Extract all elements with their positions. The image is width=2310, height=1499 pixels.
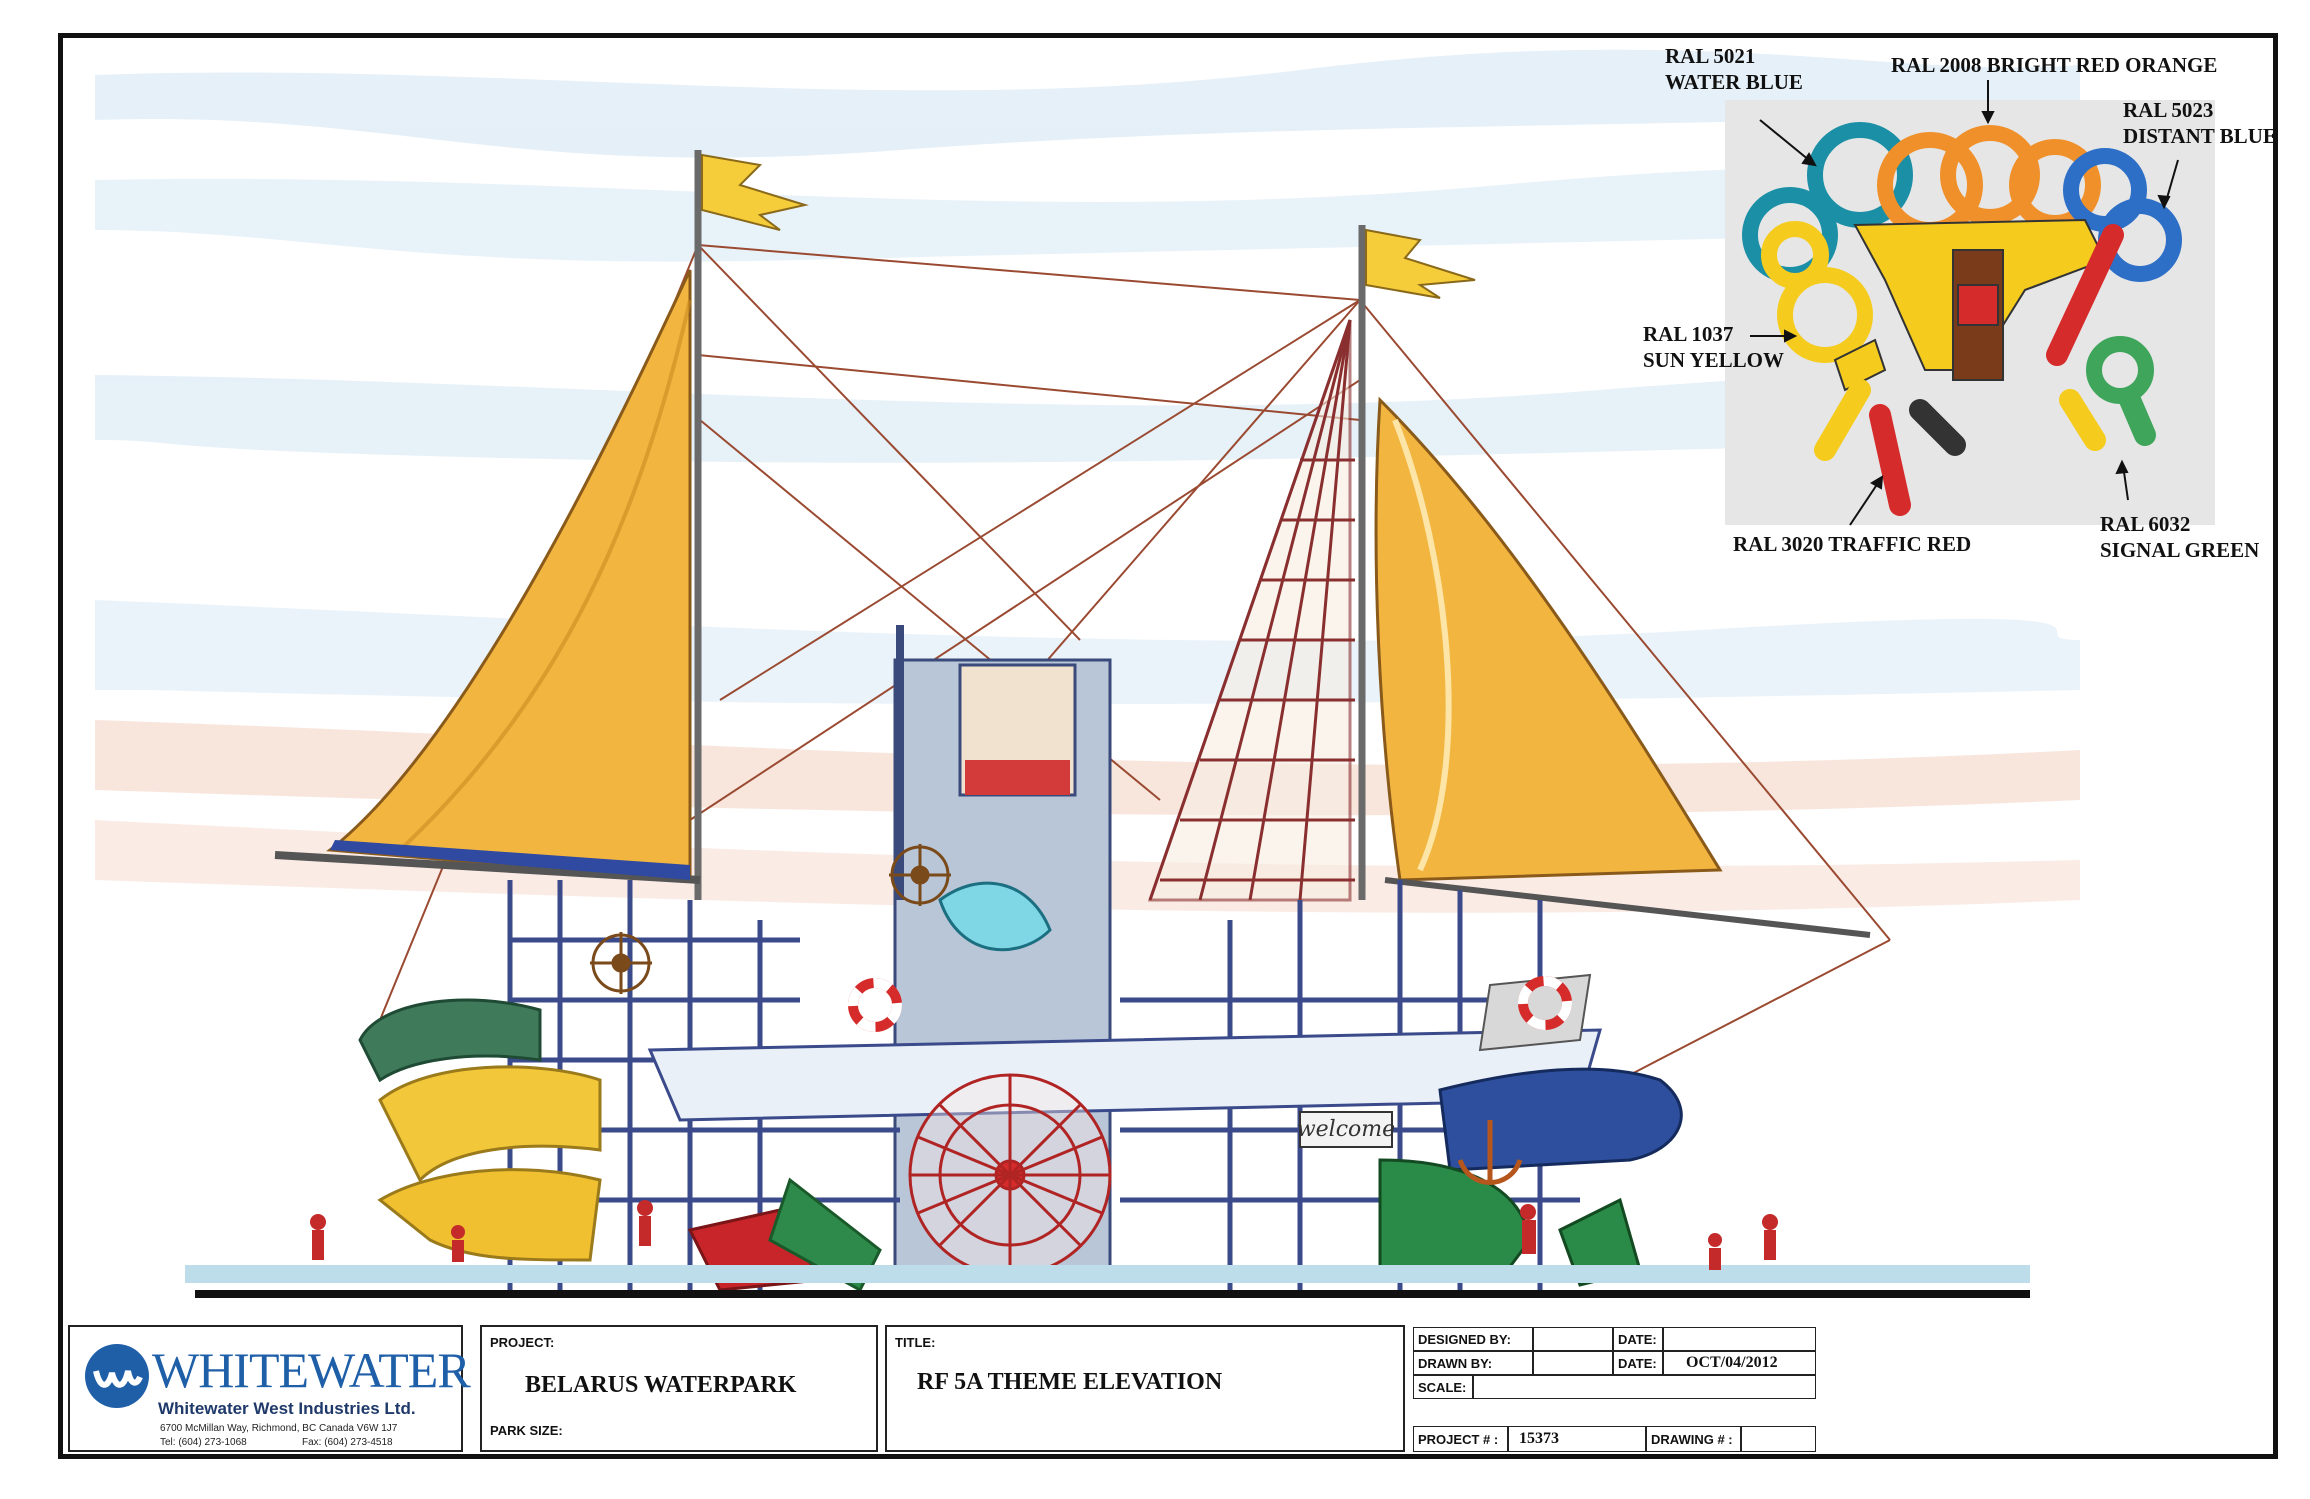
scale-label: SCALE: [1418,1380,1467,1395]
title-value: RF 5A THEME ELEVATION [917,1369,1223,1395]
date-label-1: DATE: [1618,1332,1657,1347]
anchor [1457,1120,1523,1185]
project-no-label: PROJECT # : [1418,1432,1499,1447]
drawing-no-label: DRAWING # : [1651,1432,1733,1447]
drawn-by-label: DRAWN BY: [1418,1356,1493,1371]
cell-drawn-by: DRAWN BY: [1413,1351,1533,1375]
color-key-plan-drawing [1742,122,2182,516]
ground-line [195,1290,2030,1298]
park-size-label: PARK SIZE: [490,1423,563,1438]
designed-by-label: DESIGNED BY: [1418,1332,1511,1347]
project-number-row: PROJECT # : 15373 DRAWING # : [1413,1426,1816,1452]
callout-ral5021: RAL 5021 WATER BLUE [1665,43,1803,95]
sail-right [1374,396,1723,882]
cell-date-1: DATE: [1613,1327,1663,1351]
callout-ral1037-name: SUN YELLOW [1643,348,1785,372]
cell-drawing-no-value [1741,1426,1816,1452]
title-label: TITLE: [895,1335,936,1350]
sail-left [326,269,692,882]
cell-project-no-value: 15373 [1508,1426,1646,1452]
cell-date-2: DATE: [1613,1351,1663,1375]
welcome-sign-text: welcome [1297,1117,1395,1142]
callout-ral5021-code: RAL 5021 [1665,44,1756,68]
color-key-plan [1725,100,2215,525]
company-name: WHITEWATER [152,1342,471,1398]
flag-left [701,153,809,231]
water-slides [358,998,1683,1293]
date-label-2: DATE: [1618,1356,1657,1371]
yellow-slide-left [378,1065,602,1183]
callout-ral5023-name: DISTANT BLUE [2123,124,2277,148]
cell-designed-by-value [1533,1327,1613,1351]
callout-ral1037-code: RAL 1037 [1643,322,1734,346]
cell-drawn-by-value [1533,1351,1613,1375]
company-fax: Fax: (604) 273-4518 [302,1437,393,1448]
welcome-sign [1299,1111,1393,1148]
water-surface [185,1265,2030,1283]
callout-ral5023: RAL 5023 DISTANT BLUE [2123,97,2277,149]
project-no-value: 15373 [1519,1430,1559,1447]
paddle-wheel [908,1073,1112,1277]
callout-ral5021-name: WATER BLUE [1665,70,1803,94]
callout-ral1037: RAL 1037 SUN YELLOW [1643,321,1784,373]
cell-date-1-value [1663,1327,1816,1351]
company-address: 6700 McMillan Way, Richmond, BC Canada V… [160,1423,398,1434]
callout-ral3020: RAL 3020 TRAFFIC RED [1733,532,1972,556]
cell-project-no: PROJECT # : [1413,1426,1508,1452]
people-figures [310,1200,1778,1270]
company-logo-block: WHITEWATER Whitewater West Industries Lt… [68,1325,471,1452]
callout-ral2008: RAL 2008 BRIGHT RED ORANGE [1891,53,2218,77]
life-rings [848,976,1572,1032]
blue-slide-right [1438,1067,1683,1172]
date-value: OCT/04/2012 [1686,1354,1778,1371]
ship-wheels [590,844,951,994]
title-block: TITLE: RF 5A THEME ELEVATION [885,1325,1405,1452]
project-block: PROJECT: BELARUS WATERPARK PARK SIZE: [480,1325,878,1452]
company-legal-name: Whitewater West Industries Ltd. [158,1399,416,1418]
design-info-grid: DESIGNED BY: DATE: DRAWN BY: DATE: OCT/0… [1413,1327,1816,1399]
callout-ral6032-code: RAL 6032 [2100,512,2191,536]
project-label: PROJECT: [490,1335,555,1350]
cell-designed-by: DESIGNED BY: [1413,1327,1533,1351]
cell-scale: SCALE: [1413,1375,1473,1399]
whitewater-logo-icon [85,1344,149,1408]
callout-ral6032: RAL 6032 SIGNAL GREEN [2100,511,2259,563]
callout-ral5023-code: RAL 5023 [2123,98,2214,122]
callout-ral6032-name: SIGNAL GREEN [2100,538,2260,562]
cell-drawing-no: DRAWING # : [1646,1426,1741,1452]
cell-date-2-value: OCT/04/2012 [1663,1351,1816,1375]
cell-scale-value [1473,1375,1816,1399]
rigging-lines [379,244,1891,1081]
company-tel: Tel: (604) 273-1068 [160,1437,247,1448]
green-slide-left [358,998,542,1083]
flag-right [1365,228,1476,299]
masts [694,150,1366,900]
rope-net [1147,319,1355,902]
project-value: BELARUS WATERPARK [525,1372,797,1398]
